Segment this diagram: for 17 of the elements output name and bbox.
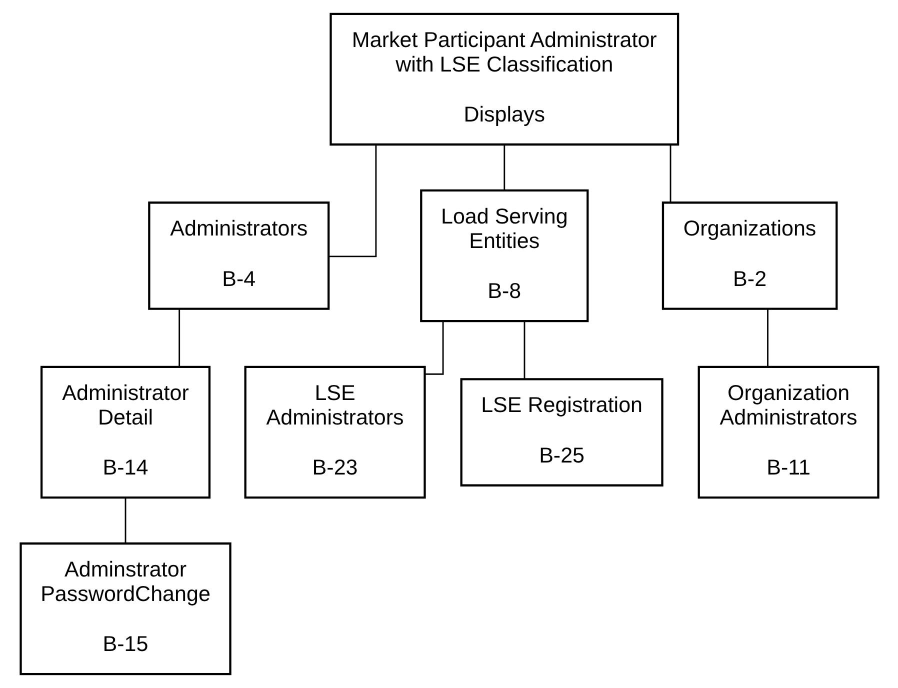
node-box: Organizations B-2 <box>661 202 838 310</box>
node-box: Organization Administrators B-11 <box>697 366 879 499</box>
connector <box>766 309 768 367</box>
connector <box>669 144 671 203</box>
connector <box>328 144 376 258</box>
node-box: Administrators B-4 <box>148 202 330 310</box>
node-box: Adminstrator PasswordChange B-15 <box>19 542 231 676</box>
connector <box>424 321 444 375</box>
node-box: LSE Registration B-25 <box>460 378 663 486</box>
connector <box>503 144 505 190</box>
node-box: Market Participant Administrator with LSE Classification Displays <box>329 12 679 146</box>
node-box: Administrator Detail B-14 <box>40 366 210 499</box>
connector <box>178 309 180 367</box>
connector <box>523 321 525 380</box>
connector <box>124 498 126 543</box>
node-box: LSE Administrators B-23 <box>244 366 426 499</box>
node-box: Load Serving Entities B-8 <box>420 189 588 322</box>
